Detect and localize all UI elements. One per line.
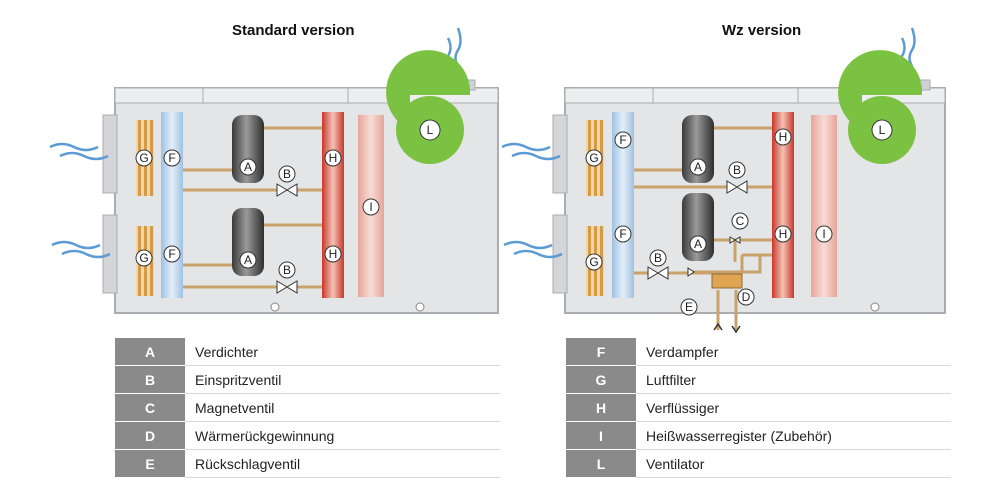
standard-airflow-in	[49, 142, 111, 259]
wz-heat-recovery	[711, 273, 743, 289]
label-i: I	[822, 227, 825, 241]
legend-label: Einspritzventil	[185, 365, 500, 394]
wz-evaporator	[612, 112, 634, 298]
label-d: D	[742, 290, 751, 304]
label-g: G	[139, 151, 148, 165]
legend-label: Wärmerückgewinnung	[185, 421, 500, 450]
label-f: F	[168, 151, 175, 165]
standard-version-title: Standard version	[232, 22, 355, 39]
label-b: B	[733, 163, 741, 177]
legend-label: Verdampfer	[636, 338, 951, 366]
wz-check-valve	[687, 267, 695, 277]
label-c: C	[736, 214, 745, 228]
legend-label: Verdichter	[185, 338, 500, 366]
legend-label: Verflüssiger	[636, 393, 951, 422]
legend-label: Ventilator	[636, 449, 951, 478]
standard-inlet-upper	[102, 114, 118, 194]
label-g: G	[139, 251, 148, 265]
label-h: H	[329, 151, 338, 165]
wz-expansion-valve-lower	[647, 266, 669, 280]
label-b: B	[283, 263, 291, 277]
legend-label: Magnetventil	[185, 393, 500, 422]
label-i: I	[369, 200, 372, 214]
legend-label: Rückschlagventil	[185, 449, 500, 478]
standard-unit: G F G F A A B B H H I L	[49, 27, 499, 314]
legend-key: D	[115, 421, 185, 450]
wz-condenser	[772, 112, 794, 298]
wz-airflow-in	[501, 142, 563, 259]
label-f: F	[619, 133, 626, 147]
standard-refrigerant-pipes	[183, 126, 322, 289]
standard-expansion-valve-lower	[276, 280, 298, 294]
standard-top-panel	[114, 87, 204, 104]
wz-expansion-valve-upper	[726, 180, 748, 194]
wz-water-connection	[713, 322, 741, 334]
legend-key: B	[115, 365, 185, 394]
legend-key: E	[115, 449, 185, 478]
label-h: H	[329, 247, 338, 261]
label-a: A	[244, 253, 252, 267]
legend-key: G	[566, 365, 636, 394]
label-a: A	[694, 160, 702, 174]
legend-label: Heißwasserregister (Zubehör)	[636, 421, 951, 450]
wz-solenoid-valve	[729, 236, 741, 244]
label-h: H	[779, 227, 788, 241]
label-g: G	[589, 255, 598, 269]
label-h: H	[779, 130, 788, 144]
unit-diagrams: G F G F A A B B H H I L	[49, 27, 946, 334]
standard-condenser	[322, 112, 344, 298]
wz-version-title: Wz version	[722, 22, 802, 39]
label-l: L	[879, 123, 886, 137]
legend-key: F	[566, 338, 636, 366]
label-b: B	[283, 167, 291, 181]
wz-hot-water-coil	[811, 115, 837, 297]
label-e: E	[685, 300, 693, 314]
standard-expansion-valve-upper	[276, 183, 298, 197]
legend-label: Luftfilter	[636, 365, 951, 394]
standard-evaporator	[161, 112, 183, 298]
label-f: F	[168, 247, 175, 261]
legend-key: C	[115, 393, 185, 422]
label-b: B	[654, 251, 662, 265]
legend-key: H	[566, 393, 636, 422]
legend-key: A	[115, 338, 185, 366]
legend-key: I	[566, 421, 636, 450]
label-g: G	[589, 151, 598, 165]
label-f: F	[619, 227, 626, 241]
wz-unit: G F G F A A B B C D E H H I L	[501, 27, 946, 334]
label-a: A	[244, 160, 252, 174]
label-l: L	[427, 123, 434, 137]
label-a: A	[694, 237, 702, 251]
wz-inlet-upper	[552, 114, 568, 194]
legend-key: L	[566, 449, 636, 478]
